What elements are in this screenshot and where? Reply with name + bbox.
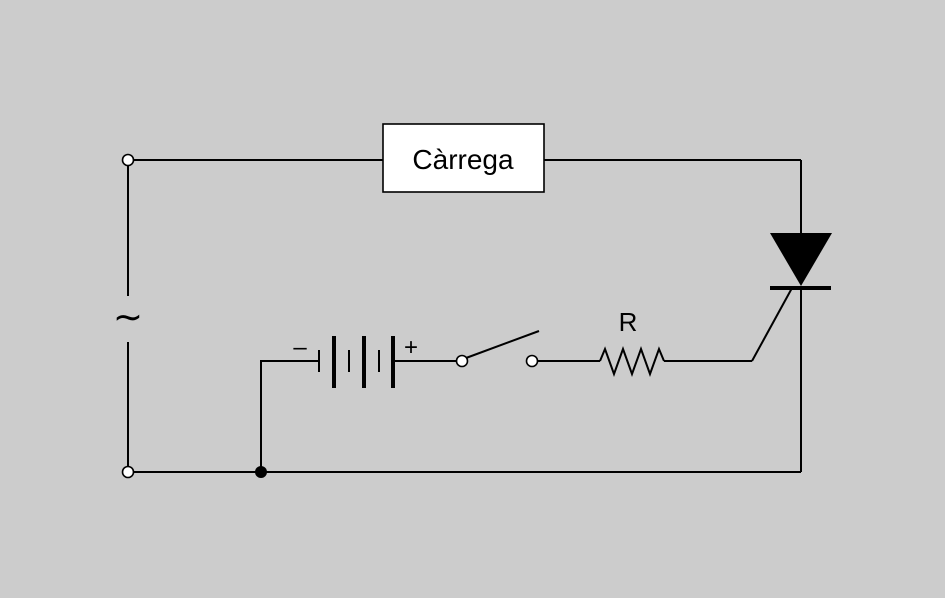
- thyristor-gate-lead: [751, 287, 793, 362]
- wire-battery-ground: [260, 360, 318, 472]
- switch-contact-left: [455, 354, 469, 368]
- thyristor-symbol: [770, 233, 832, 286]
- terminal-top: [121, 153, 135, 167]
- battery-negative-sign: –: [293, 334, 307, 361]
- terminal-bottom: [121, 465, 135, 479]
- junction-node: [255, 466, 267, 478]
- battery-positive-sign: +: [404, 334, 418, 361]
- switch-contact-right: [525, 354, 539, 368]
- load-box: [382, 123, 545, 193]
- load-label: Càrrega: [412, 144, 514, 175]
- switch-lever: [465, 330, 540, 359]
- ac-source-symbol: ∼: [113, 296, 143, 337]
- resistor-symbol: [599, 346, 665, 377]
- resistor-label: R: [619, 307, 638, 337]
